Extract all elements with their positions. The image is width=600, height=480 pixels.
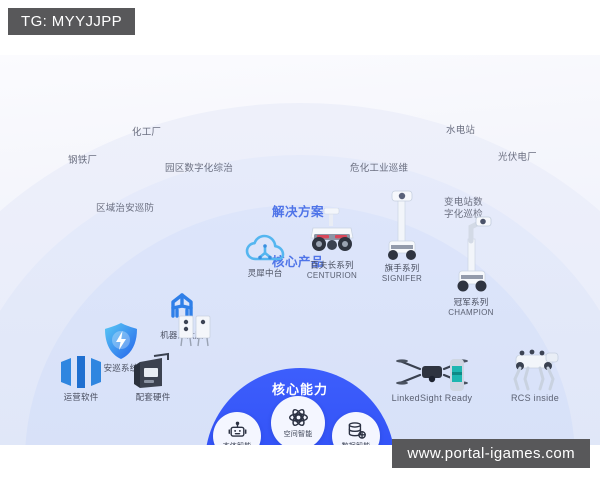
product-item-supporting-hardware[interactable]: 配套硬件 <box>108 342 198 403</box>
atom-icon <box>288 408 308 427</box>
scenario-label-hydropower: 水电站 <box>446 125 476 136</box>
brain-knot-icon <box>137 280 227 328</box>
product-label: 安巡系统 <box>103 363 139 373</box>
capability-spatial-intelligence[interactable]: 空间智能 <box>271 396 325 445</box>
product-label: 旗手系列 SIGNIFER <box>357 263 447 284</box>
product-item-anxun-system[interactable]: 安巡系统 <box>76 313 166 374</box>
capability-label: 本体智能 <box>223 441 252 445</box>
watermark-top-left: TG: MYYJJPP <box>8 8 136 35</box>
product-label-en: CHAMPION <box>448 307 494 317</box>
product-label: LinkedSight Ready <box>387 393 477 404</box>
arm-inspection-robot <box>426 216 516 295</box>
sensor-module-icon <box>437 345 477 393</box>
scenario-label-chemical-plant: 化工厂 <box>132 127 162 138</box>
product-label-cn: 百夫长系列 <box>310 260 354 270</box>
scenario-label-park-governance: 园区数字化综治 <box>165 163 233 174</box>
scenario-label-substation-inspection: 变电站数 字化巡检 <box>444 197 483 220</box>
product-label: 运营软件 <box>63 392 99 402</box>
ring-title-core-products: 核心产品 <box>272 255 325 269</box>
wheeled-patrol-robot <box>287 208 377 258</box>
mast-inspection-robot <box>357 190 447 261</box>
capability-embodied-intelligence[interactable]: 本体智能 <box>213 412 261 445</box>
product-item-cabinet-device <box>150 300 240 348</box>
product-label: RCS inside <box>490 393 580 404</box>
cloud-platform-icon <box>220 218 310 266</box>
product-item-rcs-inside[interactable]: RCS inside <box>490 343 580 404</box>
product-label-en: LinkedSight Ready <box>391 393 473 403</box>
capability-data-intelligence[interactable]: 数据智能 <box>332 412 380 445</box>
product-label-en: CENTURION <box>306 270 358 280</box>
product-label-en: SIGNIFER <box>381 273 423 283</box>
product-item-champion[interactable]: 冠军系列 CHAMPION <box>426 216 516 318</box>
database-icon <box>348 422 366 439</box>
robot-dog-icon <box>490 343 580 391</box>
product-item-sensor-module <box>437 345 477 393</box>
charging-dock-icon <box>108 342 198 390</box>
product-item-lingxi-platform[interactable]: 灵犀中台 <box>220 218 310 279</box>
scenario-label-steel-plant: 钢铁厂 <box>68 155 98 166</box>
product-label: 配套硬件 <box>135 392 171 402</box>
capability-label: 数据智能 <box>342 441 371 445</box>
scenario-label-hazchem-inspection: 危化工业巡维 <box>350 163 409 174</box>
robot-head-icon <box>228 421 246 437</box>
product-item-signifer[interactable]: 旗手系列 SIGNIFER <box>357 190 447 284</box>
scenario-label-regional-patrol: 区域治安巡防 <box>96 203 155 214</box>
watermark-bottom-right: www.portal-igames.com <box>392 439 590 468</box>
product-label-en: RCS inside <box>510 393 560 403</box>
product-label-cn: 冠军系列 <box>453 297 489 307</box>
product-label: 百夫长系列 CENTURION <box>287 260 377 281</box>
capability-label: 空间智能 <box>283 431 313 438</box>
ring-title-solutions: 解决方案 <box>272 205 325 219</box>
product-item-centurion[interactable]: 百夫长系列 CENTURION <box>287 208 377 281</box>
operations-software-icon <box>36 342 126 390</box>
scenario-label-pv-plant: 光伏电厂 <box>498 152 537 163</box>
shield-bolt-icon <box>76 313 166 361</box>
product-label: 灵犀中台 <box>247 268 283 278</box>
product-label-cn: 旗手系列 <box>384 263 420 273</box>
product-label: 冠军系列 CHAMPION <box>426 297 516 318</box>
product-item-operations-software[interactable]: 运营软件 <box>36 342 126 403</box>
cabinet-device-icon <box>150 300 240 348</box>
architecture-diagram: 解决方案 核心产品 钢铁厂 化工厂 水电站 光伏电厂 园区数字化综治 危化工业巡… <box>0 55 600 445</box>
core-capability-title: 核心能力 <box>271 382 328 397</box>
